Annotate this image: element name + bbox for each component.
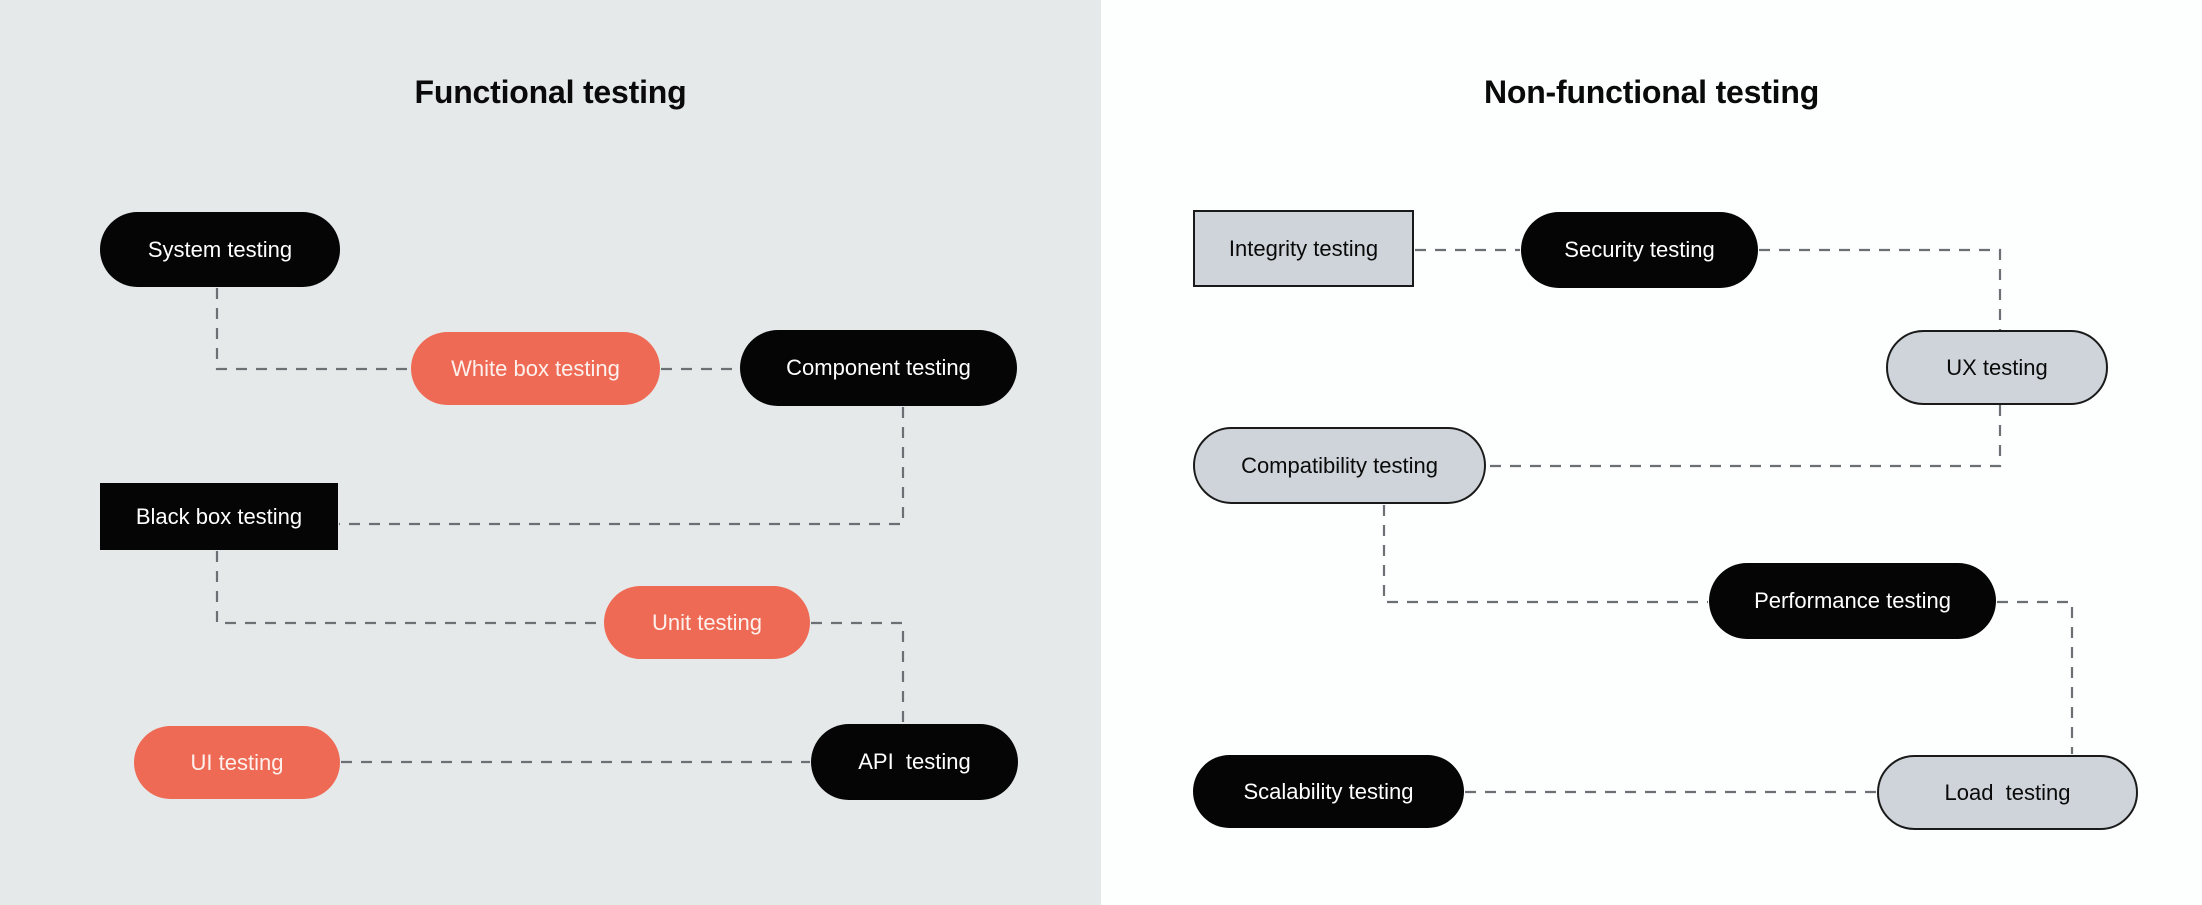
node-label: UI testing <box>190 749 284 775</box>
node-black-box-testing[interactable]: Black box testing <box>100 483 338 550</box>
node-label: Performance testing <box>1754 588 1951 613</box>
node-system-testing[interactable]: System testing <box>100 212 340 287</box>
node-label: Component testing <box>786 355 971 380</box>
node-label: Integrity testing <box>1228 235 1379 261</box>
node-ux-testing[interactable]: UX testing <box>1886 330 2108 405</box>
node-component-testing[interactable]: Component testing <box>740 330 1017 406</box>
panel-title-functional: Functional testing <box>414 74 687 110</box>
node-scalability-testing[interactable]: Scalability testing <box>1193 755 1464 828</box>
node-load-testing[interactable]: Load testing <box>1877 755 2138 830</box>
node-label: UX testing <box>1946 354 2048 380</box>
node-api-testing[interactable]: API testing <box>811 724 1018 800</box>
node-performance-testing[interactable]: Performance testing <box>1709 563 1996 639</box>
node-label: Security testing <box>1564 237 1715 262</box>
node-label: Unit testing <box>651 609 763 635</box>
node-label: Scalability testing <box>1243 778 1414 804</box>
node-compatibility-testing[interactable]: Compatibility testing <box>1193 427 1486 504</box>
node-label: White box testing <box>451 355 620 381</box>
node-unit-testing[interactable]: Unit testing <box>604 586 810 659</box>
node-white-box-testing[interactable]: White box testing <box>411 332 660 405</box>
node-ui-testing[interactable]: UI testing <box>134 726 340 799</box>
node-security-testing[interactable]: Security testing <box>1521 212 1758 288</box>
node-label: API testing <box>858 749 971 774</box>
node-label: Load testing <box>1944 779 2071 805</box>
node-label: System testing <box>147 236 293 262</box>
panel-title-non-functional: Non-functional testing <box>1483 74 1820 110</box>
node-label: Compatibility testing <box>1241 452 1438 478</box>
node-label: Black box testing <box>135 503 303 529</box>
node-integrity-testing[interactable]: Integrity testing <box>1193 210 1414 287</box>
